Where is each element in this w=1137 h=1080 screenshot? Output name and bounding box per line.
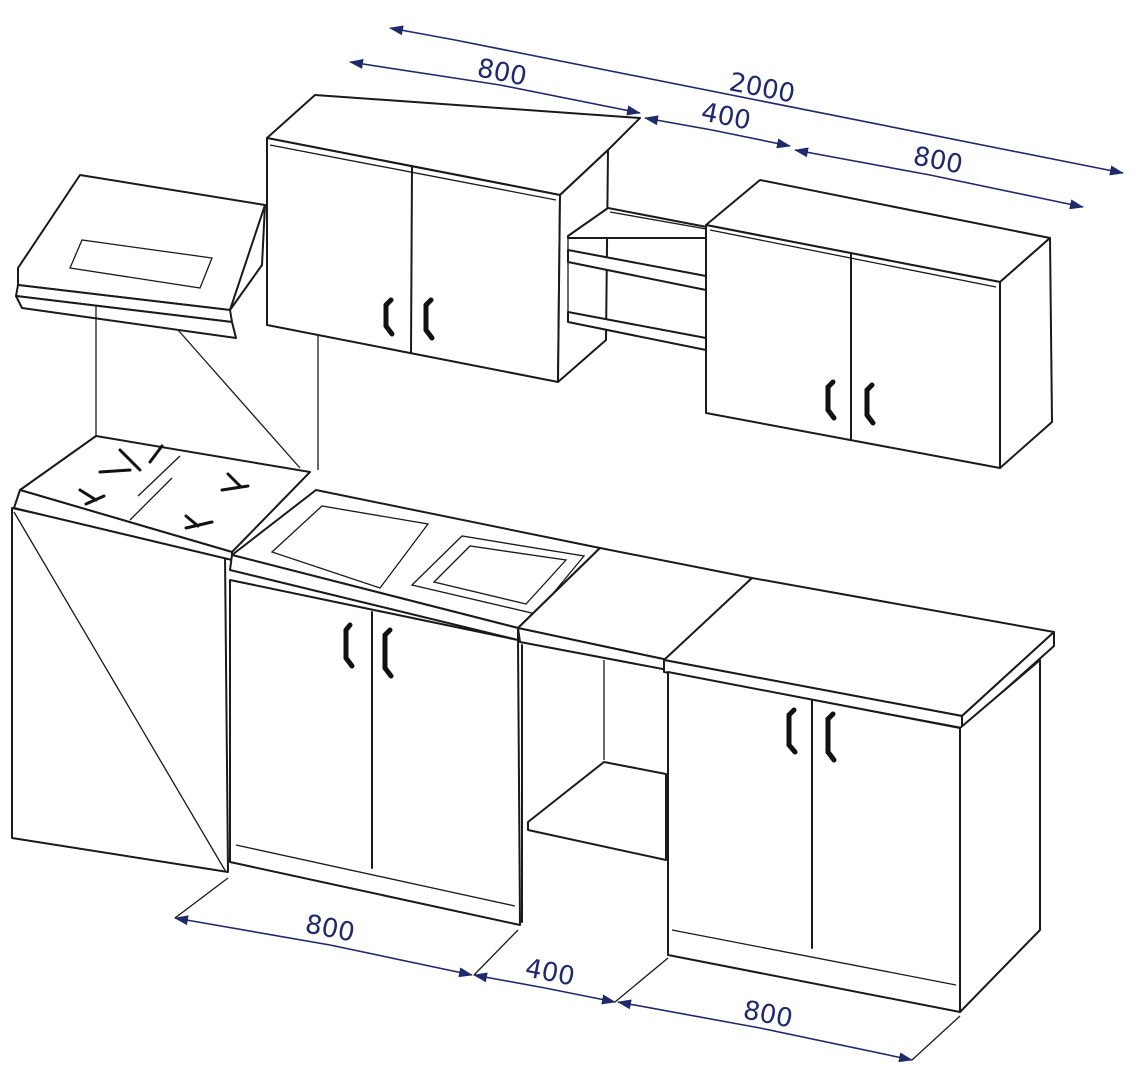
- double-sink: [270, 505, 586, 615]
- stove-cabinet: [11, 435, 311, 873]
- base-right-cabinet: [663, 577, 1055, 1013]
- upper-left-cabinet: [266, 94, 641, 470]
- dim-label-upper-gap: 400: [699, 97, 753, 136]
- upper-open-shelf: [567, 207, 713, 351]
- sink-cabinet: [229, 489, 601, 926]
- dim-label-upper-right: 800: [911, 141, 965, 180]
- gas-burners: [78, 444, 250, 530]
- dim-label-lower-right: 800: [741, 995, 795, 1034]
- dim-label-lower-gap: 400: [523, 953, 577, 992]
- upper-right-cabinet: [705, 179, 1053, 469]
- range-hood: [15, 174, 301, 469]
- dim-label-upper-left: 800: [475, 53, 529, 92]
- dim-label-lower-left: 800: [303, 909, 357, 948]
